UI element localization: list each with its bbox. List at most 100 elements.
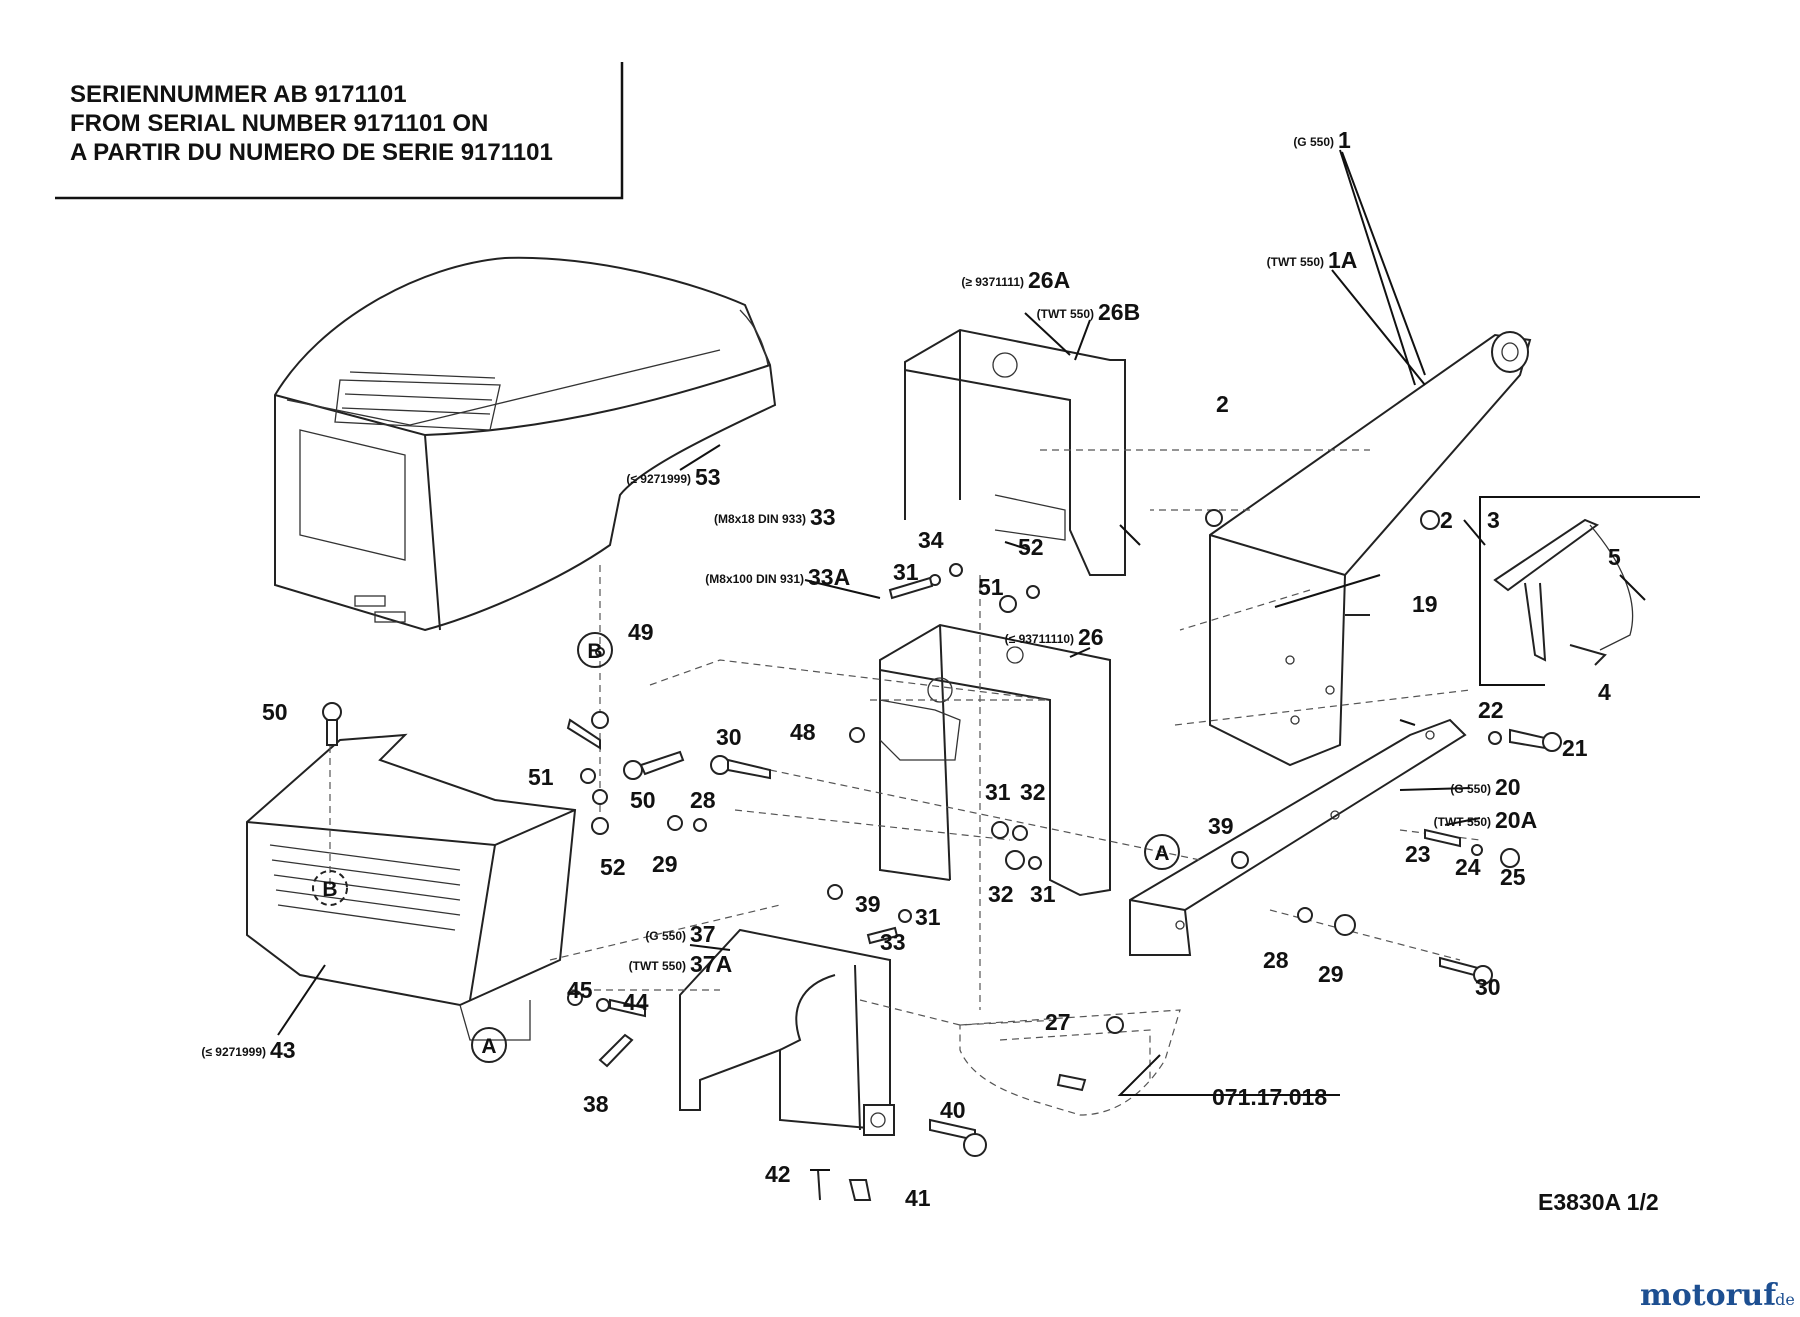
part-number: 31 (985, 779, 1011, 805)
part-label-20A: 20A (TWT 550) (1434, 807, 1538, 833)
part-number: 2 (1440, 507, 1453, 533)
part-label-28a: 28 (690, 787, 716, 813)
part-label-53: 53(≤ 9271999) (626, 464, 720, 490)
part-label-40: 40 (940, 1097, 966, 1123)
part-number: 37A (690, 951, 732, 977)
part-label-4: 4 (1598, 679, 1611, 705)
part-label-26A: 26A(≥ 9371111) (961, 267, 1070, 293)
part-number: 31 (915, 904, 941, 930)
part-number: 26A (1028, 267, 1070, 293)
part-label-37A: 37A (TWT 550) (629, 951, 733, 977)
part-label-31b: 31 (985, 779, 1011, 805)
part-label-29b: 29 (1318, 961, 1344, 987)
part-label-51b: 51 (978, 574, 1004, 600)
part-number: 45 (567, 977, 593, 1003)
part-label-21: 21 (1562, 735, 1588, 761)
hardware-parts (322, 509, 1562, 1201)
header-line-2: FROM SERIAL NUMBER 9171101 ON (70, 110, 488, 137)
part-label-30b: 30 (1475, 974, 1501, 1000)
part-variant-note: (≤ 9271999) (626, 472, 691, 486)
part-label-27: 27 (1045, 1009, 1071, 1035)
part-label-52a: 52 (600, 854, 626, 880)
part-label-23: 23 (1405, 841, 1431, 867)
part-label-26: 26(≤ 93711110) (1005, 624, 1104, 650)
part-number: 50 (262, 699, 288, 725)
part-number: 29 (652, 851, 678, 877)
part-number: 2 (1216, 391, 1229, 417)
part-number: 22 (1478, 697, 1504, 723)
part-variant-note: (≤ 93711110) (1005, 632, 1074, 646)
part-label-19: 19 (1412, 591, 1438, 617)
part-label-50a: 50 (262, 699, 288, 725)
part-number: 40 (940, 1097, 966, 1123)
serial-number-header: SERIENNUMMER AB 9171101 FROM SERIAL NUMB… (55, 62, 624, 200)
part-number: 26B (1098, 299, 1140, 325)
assembly-lines (329, 449, 1481, 1026)
part-label-32a: 32 (1020, 779, 1046, 805)
part-number: 31 (893, 559, 919, 585)
part-number: 51 (978, 574, 1004, 600)
part-number: 27 (1045, 1009, 1071, 1035)
part-label-1: 1(G 550) (1293, 127, 1351, 153)
part-label-24: 24 (1455, 854, 1481, 880)
rail-part-20 (1129, 718, 1467, 956)
part-number: 25 (1500, 864, 1526, 890)
part-variant-note: (TWT 550) (1434, 815, 1491, 829)
drawbar-arm-part-1 (1209, 331, 1532, 767)
part-label-41: 41 (905, 1185, 931, 1211)
part-variant-note: (G 550) (645, 929, 686, 943)
part-variant-note: (M8x18 DIN 933) (714, 512, 806, 526)
part-variant-note: (TWT 550) (1267, 255, 1324, 269)
part-number: 30 (716, 724, 742, 750)
part-label-3: 3 (1487, 507, 1500, 533)
sub-assembly-071-17-018 (959, 1009, 1181, 1116)
part-label-31a: 31 (893, 559, 919, 585)
part-number: 49 (628, 619, 654, 645)
part-number: 33A (808, 564, 850, 590)
frame-part-26 (879, 623, 1111, 897)
logo-text: motoruf (1640, 1278, 1778, 1313)
part-label-2a: 2 (1216, 391, 1229, 417)
part-label-39a: 39 (1208, 813, 1234, 839)
part-label-33b: 33 (880, 929, 906, 955)
part-number: 38 (583, 1091, 609, 1117)
part-number: 20A (1495, 807, 1537, 833)
part-number: 50 (630, 787, 656, 813)
part-number: 32 (988, 881, 1014, 907)
marker-b-top: B (587, 640, 602, 663)
inset-parts-3-4-5 (1479, 496, 1700, 686)
part-label-31d: 31 (915, 904, 941, 930)
header-line-1: SERIENNUMMER AB 9171101 (70, 81, 407, 108)
part-number: 30 (1475, 974, 1501, 1000)
part-label-20: 20 (G 550) (1450, 774, 1520, 800)
logo-suffix: .de (1770, 1290, 1795, 1309)
part-number: 39 (855, 891, 881, 917)
part-label-30a: 30 (716, 724, 742, 750)
part-number: 1A (1328, 247, 1357, 273)
part-number: 28 (690, 787, 716, 813)
part-label-33: 33(M8x18 DIN 933) (714, 504, 836, 530)
part-number: 19 (1412, 591, 1438, 617)
part-number: 20 (1495, 774, 1521, 800)
part-variant-note: (G 550) (1450, 782, 1491, 796)
part-label-34: 34 (918, 527, 944, 553)
part-number: 37 (690, 921, 716, 947)
part-number: 39 (1208, 813, 1234, 839)
part-label-25: 25 (1500, 864, 1526, 890)
part-number: 3 (1487, 507, 1500, 533)
part-label-45: 45 (567, 977, 593, 1003)
marker-b-cover: B (322, 878, 337, 901)
front-cover-part-43 (246, 733, 577, 1041)
part-label-42: 42 (765, 1161, 791, 1187)
part-variant-note: (TWT 550) (1037, 307, 1094, 321)
engine-hood-part-53 (274, 256, 777, 632)
part-number: 4 (1598, 679, 1611, 705)
part-label-49: 49 (628, 619, 654, 645)
part-label-22: 22 (1478, 697, 1504, 723)
part-number: 41 (905, 1185, 931, 1211)
part-number: 32 (1020, 779, 1046, 805)
part-variant-note: (TWT 550) (629, 959, 686, 973)
part-label-2b: 2 (1440, 507, 1453, 533)
part-number: 44 (623, 989, 649, 1015)
